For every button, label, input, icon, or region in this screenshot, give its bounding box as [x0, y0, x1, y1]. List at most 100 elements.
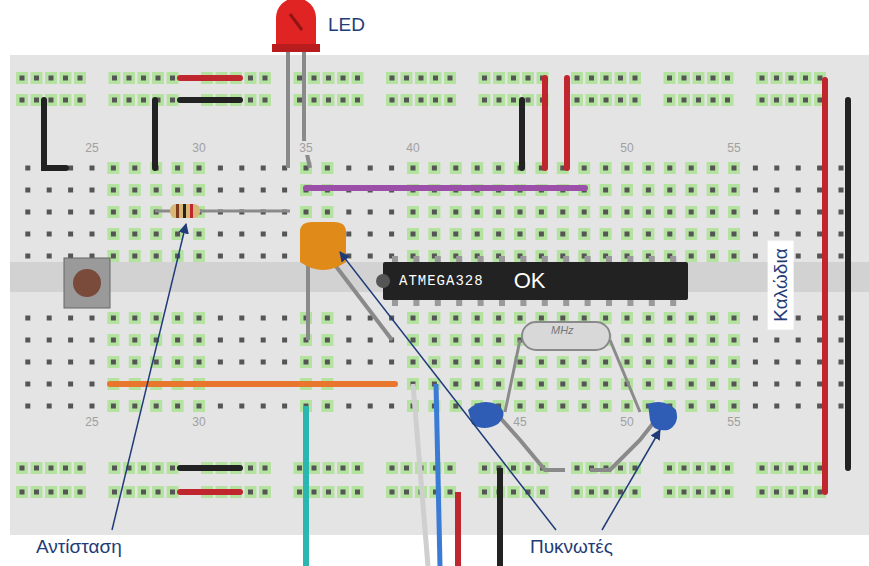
white-wire	[413, 384, 428, 566]
hole-highlight	[586, 94, 598, 106]
hole	[682, 76, 687, 81]
hole-highlight	[323, 486, 335, 498]
hole	[132, 360, 137, 365]
hole-highlight	[138, 462, 150, 474]
hole	[389, 360, 394, 365]
hole	[774, 98, 779, 103]
hole	[111, 360, 116, 365]
hole-highlight	[401, 486, 413, 498]
hole	[325, 338, 330, 343]
hole	[239, 338, 244, 343]
hole-highlight	[193, 184, 205, 196]
hole-highlight	[107, 356, 119, 368]
hole	[312, 466, 317, 471]
hole	[25, 382, 30, 387]
hole-highlight	[728, 334, 740, 346]
hole-highlight	[535, 206, 547, 218]
hole-highlight	[60, 462, 72, 474]
hole-highlight	[642, 356, 654, 368]
hole	[732, 166, 737, 171]
hole	[432, 166, 437, 171]
hole-highlight	[16, 94, 28, 106]
hole-highlight	[407, 312, 419, 324]
hole-highlight	[600, 94, 612, 106]
hole	[346, 166, 351, 171]
hole	[667, 466, 672, 471]
hole-highlight	[471, 162, 483, 174]
hole	[111, 210, 116, 215]
hole	[818, 490, 823, 495]
hole-highlight	[771, 72, 783, 84]
hole-highlight	[728, 228, 740, 240]
hole-highlight	[600, 356, 612, 368]
hole	[839, 188, 844, 193]
hole	[170, 98, 175, 103]
hole	[603, 232, 608, 237]
hole-highlight	[600, 184, 612, 196]
column-number: 40	[406, 141, 419, 155]
hole	[696, 466, 701, 471]
hole	[433, 76, 438, 81]
hole	[603, 316, 608, 321]
hole-highlight	[109, 486, 121, 498]
hole	[725, 490, 730, 495]
hole-highlight	[664, 356, 676, 368]
hole-highlight	[245, 72, 257, 84]
part-label: LED	[328, 14, 365, 36]
hole	[261, 232, 266, 237]
hole	[325, 210, 330, 215]
column-number: 35	[299, 141, 312, 155]
hole	[448, 490, 453, 495]
hole	[432, 360, 437, 365]
hole	[368, 254, 373, 259]
hole-highlight	[129, 228, 141, 240]
hole	[796, 404, 801, 409]
hole	[404, 490, 409, 495]
hole	[618, 76, 623, 81]
hole	[803, 76, 808, 81]
column-number: 45	[513, 415, 526, 429]
hole-highlight	[728, 378, 740, 390]
hole	[511, 466, 516, 471]
hole	[689, 404, 694, 409]
hole	[49, 466, 54, 471]
hole	[90, 188, 95, 193]
hole-highlight	[193, 400, 205, 412]
hole-highlight	[245, 486, 257, 498]
hole-highlight	[479, 486, 491, 498]
hole-highlight	[756, 486, 768, 498]
hole	[282, 254, 287, 259]
hole	[132, 316, 137, 321]
hole	[47, 382, 52, 387]
hole-highlight	[150, 184, 162, 196]
hole	[496, 166, 501, 171]
hole	[25, 360, 30, 365]
chip-body: ATMEGA328OK	[383, 262, 688, 300]
hole	[239, 316, 244, 321]
hole-highlight	[428, 312, 440, 324]
hole-highlight	[621, 228, 633, 240]
hole-highlight	[728, 356, 740, 368]
hole-highlight	[678, 72, 690, 84]
hole-highlight	[428, 162, 440, 174]
hole	[49, 98, 54, 103]
hole	[261, 360, 266, 365]
hole	[646, 382, 651, 387]
hole-highlight	[337, 486, 349, 498]
hole	[511, 490, 516, 495]
hole	[25, 232, 30, 237]
hole	[325, 316, 330, 321]
hole-highlight	[109, 94, 121, 106]
hole-highlight	[167, 486, 179, 498]
hole	[346, 316, 351, 321]
hole	[63, 490, 68, 495]
push-button	[64, 258, 110, 308]
hole	[411, 338, 416, 343]
hole	[197, 338, 202, 343]
hole-highlight	[479, 462, 491, 474]
hole-highlight	[129, 250, 141, 262]
hole	[496, 382, 501, 387]
hole	[774, 232, 779, 237]
hole	[419, 98, 424, 103]
hole	[633, 76, 638, 81]
